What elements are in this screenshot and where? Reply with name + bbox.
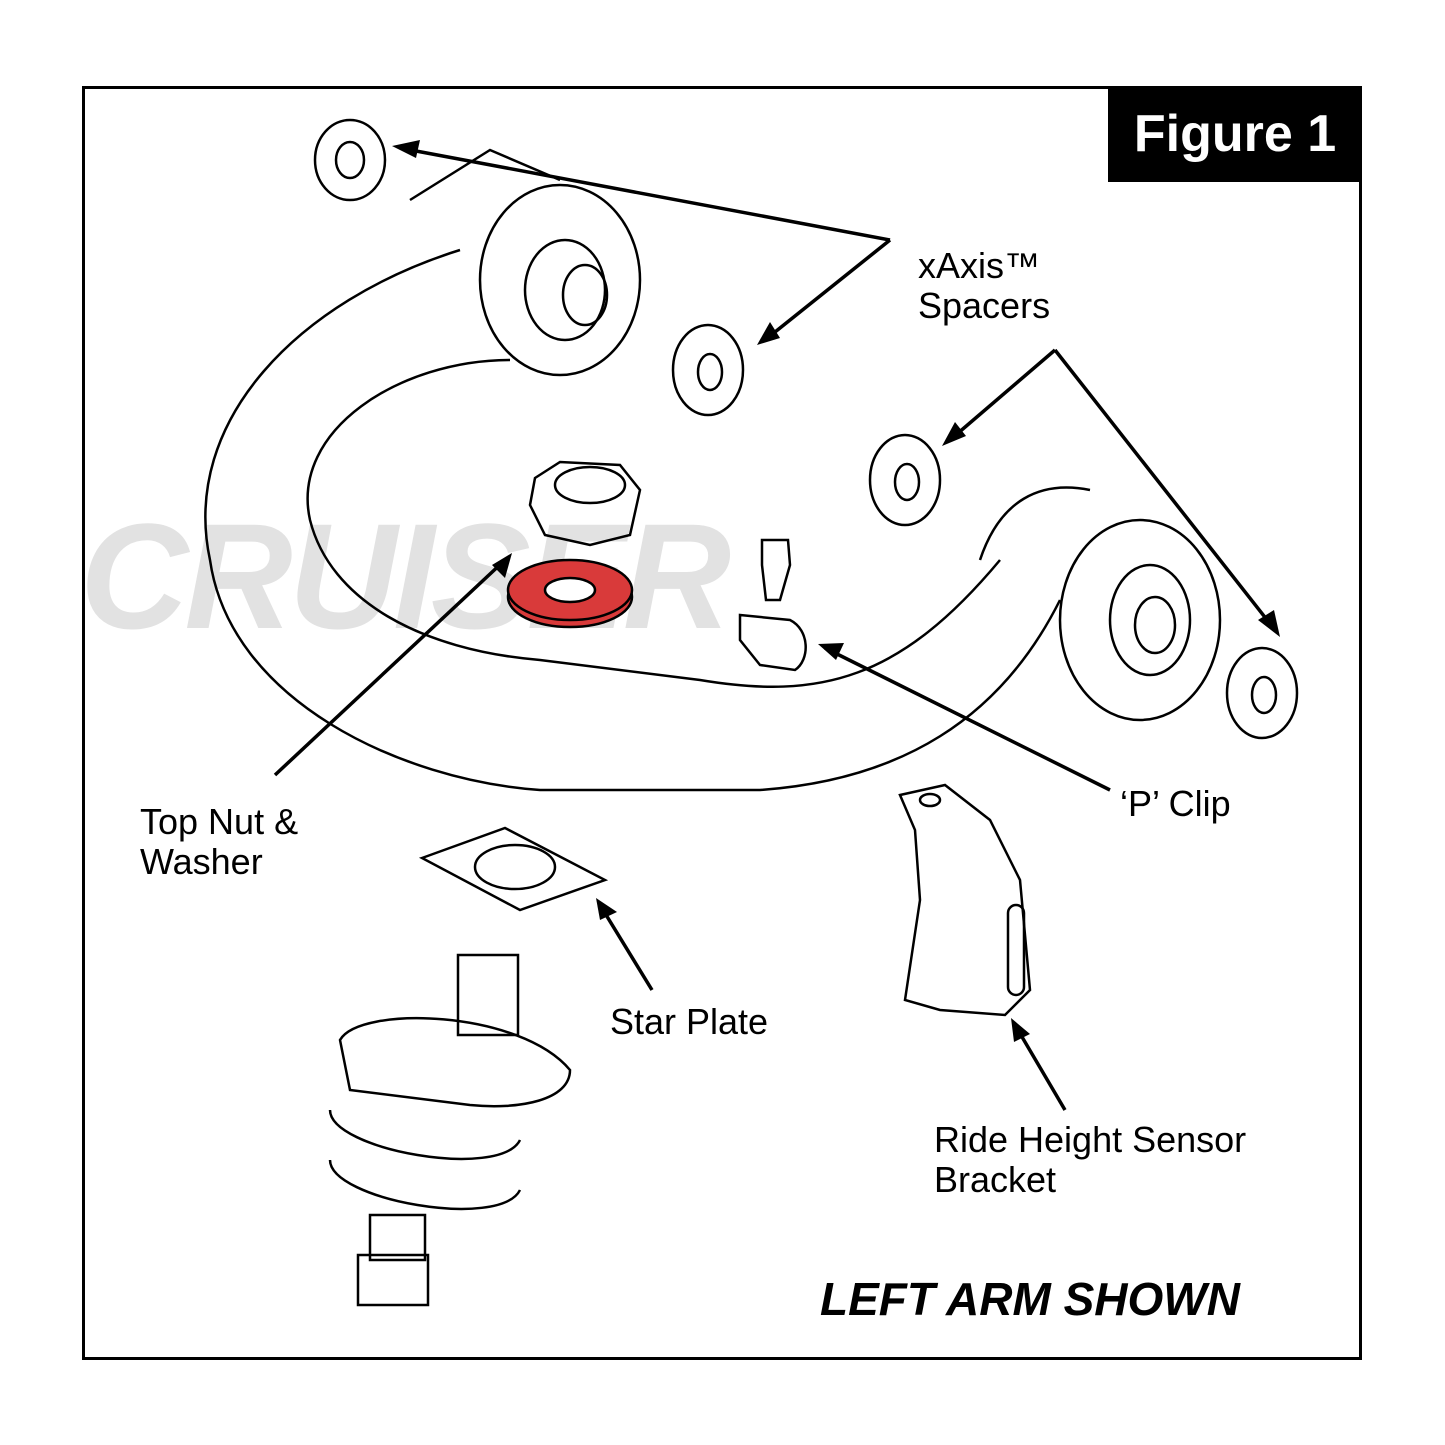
star-plate xyxy=(418,826,609,912)
front-bushing xyxy=(478,183,642,377)
figure-frame xyxy=(82,86,1362,1360)
top-washer xyxy=(506,558,634,629)
spacer-2 xyxy=(671,323,745,417)
label-top-nut-washer: Top Nut & Washer xyxy=(140,801,299,882)
label-p-clip: ‘P’ Clip xyxy=(1120,783,1231,824)
p-clip xyxy=(738,613,807,672)
leader-lines xyxy=(273,146,1277,1111)
label-spacers: xAxis™ Spacers xyxy=(918,245,1051,326)
top-nut xyxy=(528,460,642,547)
bolt xyxy=(760,538,792,602)
label-star-plate: Star Plate xyxy=(610,1001,769,1042)
spacer-3 xyxy=(868,433,942,527)
ball-joint xyxy=(328,953,572,1307)
rear-bushing xyxy=(1058,518,1222,722)
spacer-4 xyxy=(1225,646,1299,740)
orientation-note: LEFT ARM SHOWN xyxy=(820,1273,1240,1325)
sensor-bracket xyxy=(898,783,1032,1017)
figure-title: Figure 1 xyxy=(1108,86,1362,182)
control-arm xyxy=(204,248,1062,792)
label-sensor-bracket: Ride Height Sensor Bracket xyxy=(934,1119,1247,1200)
spacer-1 xyxy=(313,118,387,202)
